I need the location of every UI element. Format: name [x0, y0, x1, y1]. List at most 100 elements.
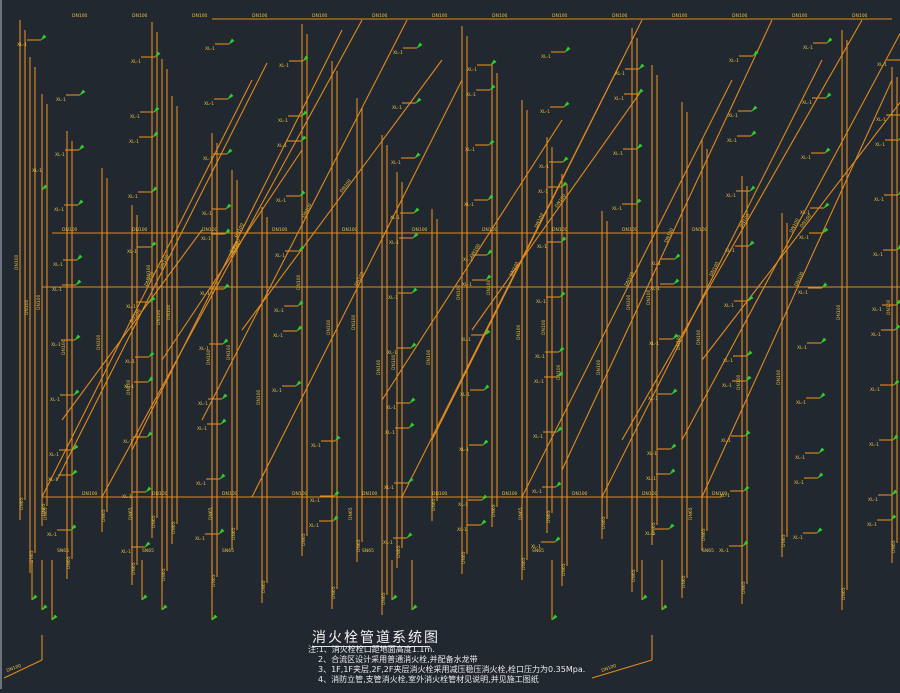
- note-2: 2、合流区设计采用普通消火栓,并配备水龙带: [318, 655, 478, 664]
- header-label: DN100: [132, 13, 148, 19]
- riser-label: DN100: [351, 314, 357, 330]
- riser-label: DN65: [491, 504, 497, 517]
- diagonal-pipe-label: DN100: [469, 243, 482, 259]
- hydrant-icon: [825, 92, 832, 99]
- hydrant-icon: [638, 63, 645, 70]
- elevation-label: XL-1: [56, 97, 66, 103]
- riser-label: DN100: [596, 359, 602, 375]
- riser-label: DN65: [521, 557, 527, 570]
- elevation-label: XL-1: [389, 240, 399, 246]
- hydrant-icon: [750, 130, 757, 137]
- hydrant-icon: [408, 422, 415, 429]
- header-label: DN100: [482, 227, 498, 233]
- elevation-label: XL-1: [875, 142, 885, 148]
- riser-label: DN65: [688, 507, 694, 520]
- elevation-label: XL-1: [458, 502, 468, 508]
- hydrant-icon: [485, 274, 492, 281]
- diagonal-pipe-label: DN100: [663, 227, 675, 244]
- riser-label: DN65: [781, 534, 787, 547]
- riser-label: DN65: [396, 545, 402, 558]
- riser-label: DN65: [41, 503, 47, 516]
- elevation-label: XL-1: [614, 96, 624, 102]
- riser-label: DN65: [741, 581, 747, 594]
- hydrant-icon: [490, 59, 497, 66]
- elevation-label: XL-1: [53, 262, 63, 268]
- elevation-label: XL-1: [533, 434, 543, 440]
- elevation-label: XL-1: [276, 198, 286, 204]
- header-label: DN100: [252, 13, 268, 19]
- elevation-label: XL-1: [728, 113, 738, 119]
- elevation-label: XL-1: [275, 253, 285, 259]
- hydrant-icon: [823, 202, 830, 209]
- hydrant-icon: [558, 346, 565, 353]
- elevation-label: XL-1: [461, 337, 471, 343]
- elevation-label: XL-1: [386, 405, 396, 411]
- elevation-label: XL-1: [462, 282, 472, 288]
- note-3: 3、1F,1F夹层,2F,2F夹层消火栓采用减压稳压消火栓,栓口压力为0.35M…: [318, 665, 586, 674]
- hydrant-icon: [334, 435, 341, 442]
- hydrant-icon: [824, 147, 831, 154]
- hydrant-icon: [564, 46, 571, 53]
- hydrant-icon: [411, 287, 418, 294]
- riser-label: DN100: [736, 374, 742, 390]
- hydrant-icon: [221, 393, 228, 400]
- riser-label: DN65: [208, 507, 214, 520]
- riser-label: DN65: [29, 550, 35, 563]
- hydrant-icon: [749, 185, 756, 192]
- elevation-label: XL-1: [384, 485, 394, 491]
- header-label: DN100: [502, 491, 518, 497]
- elevation-label: XL-1: [648, 396, 658, 402]
- elevation-label: XL-1: [278, 118, 288, 124]
- hydrant-icon: [296, 325, 303, 332]
- hydrant-icon: [746, 350, 753, 357]
- hydrant-icon: [152, 131, 159, 138]
- elevation-label: XL-1: [873, 252, 883, 258]
- hydrant-icon: [406, 532, 413, 539]
- elevation-label: XL-1: [273, 333, 283, 339]
- hydrant-icon: [641, 594, 648, 601]
- header-label: DN100: [852, 13, 868, 19]
- hydrant-label: SN65: [702, 548, 714, 554]
- riser-label: DN100: [456, 284, 462, 300]
- elevation-label: XL-1: [801, 155, 811, 161]
- elevation-label: XL-1: [205, 46, 215, 52]
- elevation-label: XL-1: [719, 548, 729, 554]
- inlet-pipe: [591, 659, 653, 679]
- hydrant-icon: [554, 536, 561, 543]
- riser-label: DN65: [19, 497, 25, 510]
- riser-label: DN100: [326, 319, 332, 335]
- diagonal-pipe: [471, 89, 643, 331]
- elevation-label: XL-1: [531, 544, 541, 550]
- riser-label: DN100: [836, 304, 842, 320]
- hydrant-icon: [636, 143, 643, 150]
- riser-label: DN65: [128, 507, 134, 520]
- elevation-label: XL-1: [279, 63, 289, 69]
- header-label: DN100: [132, 227, 148, 233]
- elevation-label: XL-1: [797, 345, 807, 351]
- hydrant-icon: [145, 486, 152, 493]
- elevation-label: XL-1: [17, 42, 27, 48]
- hydrant-icon: [141, 594, 148, 601]
- elevation-label: XL-1: [464, 202, 474, 208]
- riser-label: DN100: [61, 339, 67, 355]
- elevation-label: XL-1: [645, 531, 655, 537]
- elevation-label: XL-1: [32, 168, 42, 174]
- diagonal-pipe-label: DN100: [708, 261, 720, 278]
- hydrant-icon: [482, 439, 489, 446]
- hydrant-icon: [817, 472, 824, 479]
- hydrant-icon: [483, 384, 490, 391]
- hydrant-label: SN65: [142, 548, 154, 554]
- hydrant-icon: [391, 594, 398, 601]
- hydrant-icon: [414, 152, 421, 159]
- elevation-label: XL-1: [277, 143, 287, 149]
- elevation-label: XL-1: [201, 236, 211, 242]
- hydrant-icon: [488, 139, 495, 146]
- hydrant-icon: [161, 604, 168, 611]
- riser-label: DN100: [14, 254, 20, 270]
- diagonal-pipe-label: DN100: [554, 193, 568, 209]
- hydrant-icon: [747, 295, 754, 302]
- riser-label: DN65: [681, 575, 687, 588]
- riser-label: DN100: [776, 369, 782, 385]
- elevation-label: XL-1: [877, 62, 887, 68]
